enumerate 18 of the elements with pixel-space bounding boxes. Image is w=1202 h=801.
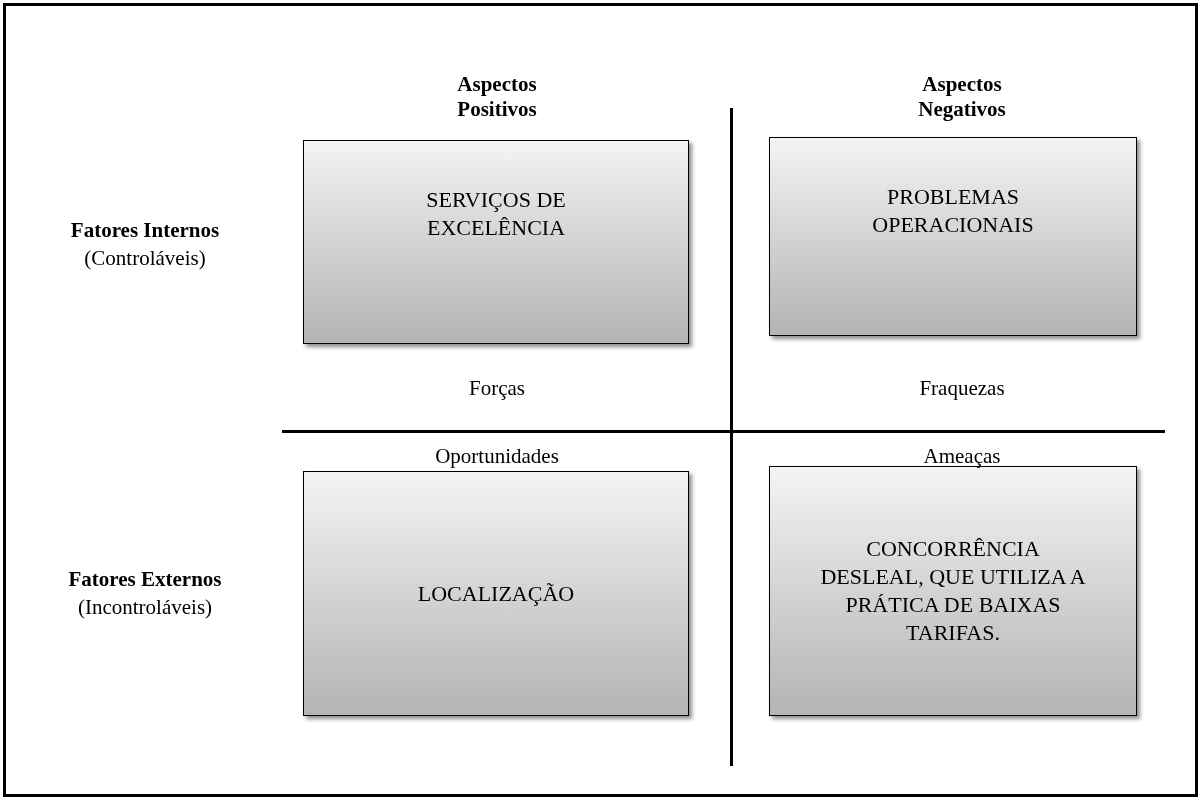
heading-text: Aspectos Negativos [917, 72, 1007, 122]
label-text: (Incontroláveis) [77, 595, 213, 620]
label-text: Forças [469, 376, 525, 401]
box-text: CONCORRÊNCIA DESLEAL, QUE UTILIZA A PRÁTICA DE BAIXAS TARIFAS. [819, 535, 1087, 647]
label-text: Fraquezas [919, 376, 1005, 401]
quadrant-box [303, 471, 689, 716]
heading-text: Fatores Externos [68, 567, 222, 592]
label-text: (Controláveis) [84, 246, 206, 271]
box-text: LOCALIZAÇÃO [417, 579, 575, 608]
quadrant-box [303, 140, 689, 344]
label-text: Oportunidades [435, 444, 559, 469]
quadrant-box [769, 466, 1137, 716]
box-text: PROBLEMAS OPERACIONAIS [871, 183, 1035, 239]
label-text: Ameaças [923, 444, 1001, 469]
box-text: SERVIÇOS DE EXCELÊNCIA [425, 186, 567, 242]
heading-text: Fatores Internos [70, 218, 220, 243]
heading-text: Aspectos Positivos [456, 72, 538, 122]
quadrant-box [769, 137, 1137, 336]
